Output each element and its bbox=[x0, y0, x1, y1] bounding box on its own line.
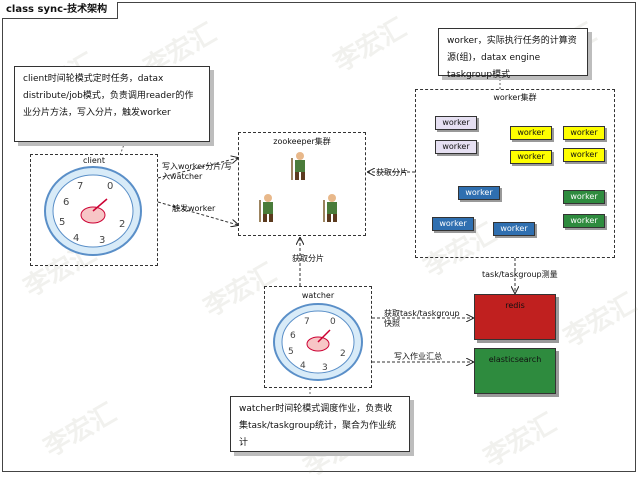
edge-label-client-trigger: 触发worker bbox=[172, 204, 216, 213]
client-group bbox=[30, 154, 158, 266]
svg-text:5: 5 bbox=[59, 217, 65, 228]
svg-text:3: 3 bbox=[322, 363, 328, 373]
edge-label-worker-metrics: task/taskgroup测量 bbox=[482, 270, 558, 279]
zookeeper-group bbox=[238, 132, 366, 236]
worker-node: worker bbox=[510, 126, 552, 140]
note-worker: worker，实际执行任务的计算资源(组)，datax engine taskg… bbox=[438, 28, 588, 80]
worker-node: worker bbox=[510, 150, 552, 164]
svg-text:0: 0 bbox=[330, 317, 336, 327]
worker-node: worker bbox=[493, 222, 535, 236]
svg-text:7: 7 bbox=[304, 317, 310, 327]
svg-text:5: 5 bbox=[288, 347, 294, 357]
worker-cluster-title: worker集群 bbox=[493, 93, 537, 102]
elasticsearch-label: elasticsearch bbox=[488, 355, 542, 364]
edge-client-write-shard bbox=[157, 158, 238, 179]
worker-node: worker bbox=[432, 217, 474, 231]
note-watcher: watcher时间轮模式调度作业，负责收集task/taskgroup统计，聚合… bbox=[230, 396, 410, 452]
watcher-group-title: watcher bbox=[301, 291, 335, 300]
svg-text:6: 6 bbox=[63, 197, 69, 208]
edge-label-worker-fetch: 获取分片 bbox=[376, 168, 408, 177]
worker-cluster-group bbox=[415, 89, 615, 258]
svg-text:6: 6 bbox=[290, 331, 296, 341]
edge-label-watcher-snapshot: 获取task/taskgroup快照 bbox=[384, 309, 460, 328]
zookeeper-group-title: zookeeper集群 bbox=[273, 137, 331, 146]
svg-text:0: 0 bbox=[107, 181, 113, 192]
worker-node: worker bbox=[435, 116, 477, 130]
note-client: client时间轮模式定时任务，datax distribute/job模式，负… bbox=[14, 66, 210, 142]
diagram-frame bbox=[2, 2, 636, 472]
worker-node: worker bbox=[563, 214, 605, 228]
svg-text:7: 7 bbox=[77, 181, 83, 192]
edge-label-watcher-write: 写入作业汇总 bbox=[394, 352, 442, 361]
svg-text:2: 2 bbox=[340, 349, 346, 359]
svg-text:4: 4 bbox=[73, 233, 79, 244]
watcher-group bbox=[264, 286, 372, 388]
worker-node: worker bbox=[435, 140, 477, 154]
elasticsearch-store: elasticsearch bbox=[474, 348, 556, 394]
worker-node: worker bbox=[458, 186, 500, 200]
svg-text:3: 3 bbox=[99, 235, 105, 246]
edge-client-trigger bbox=[157, 201, 238, 225]
edge-label-client-write-shard: 写入worker分片/写入watcher bbox=[162, 162, 232, 181]
svg-text:2: 2 bbox=[119, 219, 125, 230]
svg-text:4: 4 bbox=[300, 361, 306, 371]
diagram-title-tab: class sync-技术架构 bbox=[2, 2, 119, 19]
worker-node: worker bbox=[563, 126, 605, 140]
worker-node: worker bbox=[563, 148, 605, 162]
redis-store: redis bbox=[474, 294, 556, 340]
edge-label-watcher-fetch: 获取分片 bbox=[292, 254, 324, 263]
worker-node: worker bbox=[563, 190, 605, 204]
client-group-title: client bbox=[83, 156, 105, 165]
redis-label: redis bbox=[505, 301, 525, 310]
